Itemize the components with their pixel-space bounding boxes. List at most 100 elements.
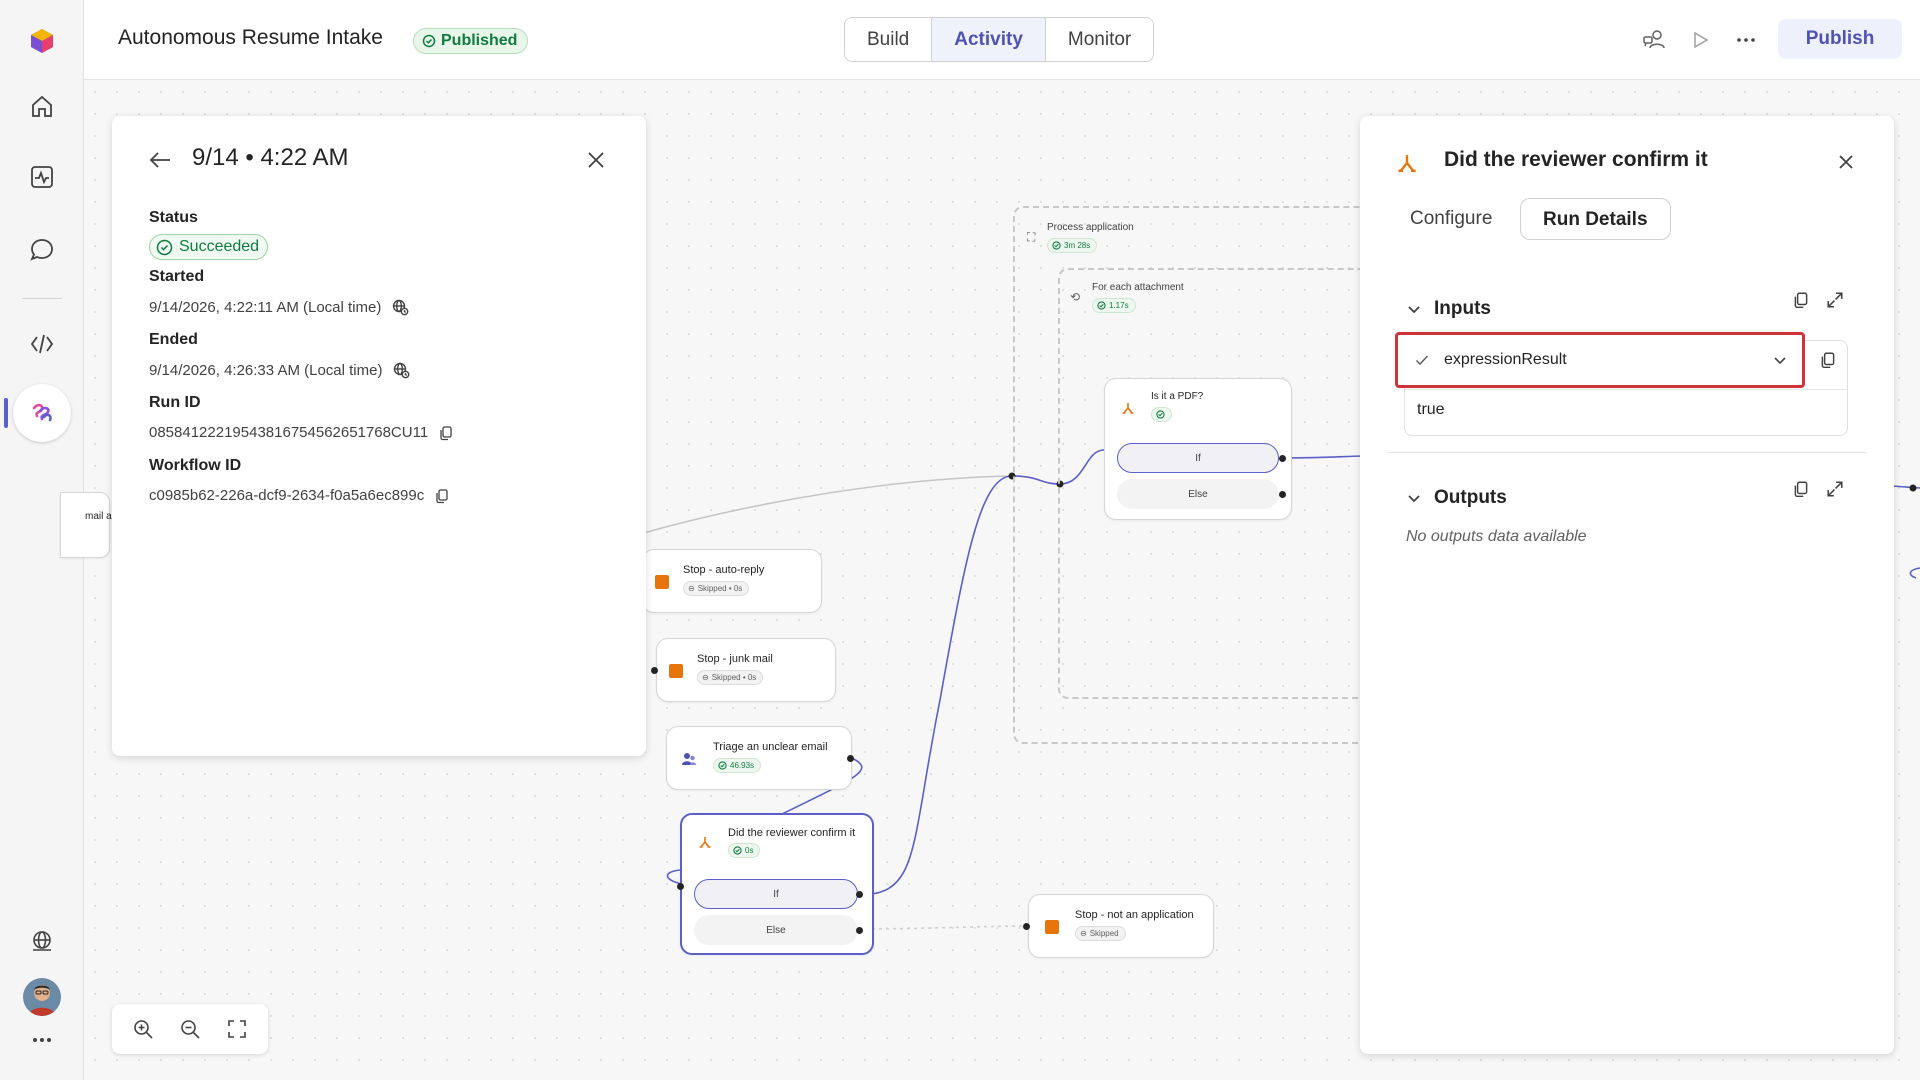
workflows-icon[interactable] (13, 384, 71, 442)
timezone-globe-icon[interactable] (392, 361, 410, 379)
chat-icon[interactable] (21, 229, 63, 271)
input-expression-result[interactable]: expressionResult (1395, 332, 1805, 388)
port-in[interactable] (1023, 923, 1030, 930)
check-circle-icon (1097, 301, 1106, 310)
skipped-icon: ⊖ (688, 584, 695, 593)
node-confirm-duration: 0s (728, 843, 761, 858)
partial-node[interactable]: mail a (60, 492, 112, 558)
tab-build[interactable]: Build (845, 18, 933, 61)
agent-settings-icon[interactable] (1638, 24, 1670, 56)
copy-icon[interactable] (1819, 351, 1837, 369)
rail-active-indicator (4, 398, 8, 428)
condition-icon (1398, 155, 1416, 173)
node-stop-notapp-status-text: Skipped (1089, 929, 1119, 938)
run-title: 9/14 • 4:22 AM (192, 144, 349, 171)
published-badge: Published (413, 28, 529, 54)
node-stop-not-an-application[interactable]: Stop - not an application ⊖ Skipped (1023, 894, 1214, 958)
node-triage-duration: 46.93s (713, 758, 762, 773)
condition-icon (1122, 403, 1134, 414)
chevron-down-icon[interactable] (1772, 352, 1788, 368)
copy-icon[interactable] (1792, 291, 1810, 309)
port-out[interactable] (847, 755, 854, 762)
copy-icon[interactable] (1792, 480, 1810, 498)
started-value: 9/14/2026, 4:22:11 AM (Local time) (149, 298, 382, 316)
check-circle-icon (156, 239, 173, 255)
port-in[interactable] (677, 883, 684, 890)
started-label: Started (149, 268, 205, 285)
ended-value: 9/14/2026, 4:26:33 AM (Local time) (149, 361, 383, 379)
tab-activity[interactable]: Activity (932, 18, 1046, 61)
port-else[interactable] (856, 927, 863, 934)
timezone-globe-icon[interactable] (391, 298, 409, 316)
expand-icon[interactable] (1826, 291, 1844, 309)
check-circle-icon (733, 846, 742, 855)
node-stop-junk-status: ⊖ Skipped • 0s (697, 670, 764, 685)
fit-view-icon[interactable] (223, 1015, 251, 1043)
run-test-icon[interactable] (1684, 24, 1716, 56)
node-stop-auto-reply[interactable]: Stop - auto-reply ⊖ Skipped • 0s (642, 549, 822, 613)
details-title: Did the reviewer confirm it (1444, 148, 1708, 171)
people-icon (682, 753, 696, 765)
outputs-section-header[interactable]: Outputs (1406, 487, 1507, 509)
started-row: 9/14/2026, 4:22:11 AM (Local time) (149, 298, 409, 316)
port-else[interactable] (1279, 491, 1286, 498)
node-did-reviewer-confirm[interactable]: Did the reviewer confirm it 0s If Else (677, 813, 874, 955)
no-outputs-message: No outputs data available (1406, 528, 1587, 545)
tab-configure[interactable]: Configure (1410, 208, 1493, 229)
scope-icon: ⛶ (1027, 230, 1036, 244)
home-icon[interactable] (21, 86, 63, 128)
zoom-in-icon[interactable] (129, 1015, 157, 1043)
stop-icon (1045, 920, 1059, 934)
workflow-id-row: c0985b62-226a-dcf9-2634-f0a5a6ec899c (149, 487, 450, 504)
run-summary-panel: 9/14 • 4:22 AM Status Succeeded Started … (112, 116, 646, 756)
expand-icon[interactable] (1826, 480, 1844, 498)
status-badge: Succeeded (149, 234, 269, 260)
check-circle-icon (1052, 241, 1061, 250)
tab-run-details[interactable]: Run Details (1520, 198, 1671, 240)
copy-icon[interactable] (438, 425, 454, 441)
rail-divider (22, 298, 62, 299)
back-arrow-icon[interactable] (146, 146, 174, 174)
check-circle-icon (422, 34, 436, 48)
inputs-section-header[interactable]: Inputs (1406, 298, 1491, 320)
check-circle-icon (718, 761, 727, 770)
globe-icon[interactable] (21, 920, 63, 962)
branch-else[interactable]: Else (694, 915, 858, 945)
user-avatar[interactable] (23, 978, 61, 1016)
copy-icon[interactable] (434, 488, 450, 504)
action-details-panel: Did the reviewer confirm it Configure Ru… (1360, 116, 1894, 1054)
group-process-application[interactable]: ⛶ Process application 3m 28s (1013, 206, 1373, 744)
close-icon[interactable] (1832, 148, 1860, 176)
node-pdf-title: Is it a PDF? (1151, 391, 1204, 402)
run-id-label: Run ID (149, 394, 201, 411)
group-foreach-duration: 1.17s (1092, 298, 1136, 313)
branch-else[interactable]: Else (1117, 479, 1279, 509)
publish-button[interactable]: Publish (1778, 19, 1902, 59)
branch-if[interactable]: If (1117, 443, 1279, 473)
close-icon[interactable] (582, 146, 610, 174)
branch-if[interactable]: If (694, 879, 858, 909)
node-stop-junk-status-text: Skipped • 0s (711, 673, 757, 682)
node-stop-junk-mail[interactable]: Stop - junk mail ⊖ Skipped • 0s (651, 638, 836, 702)
more-options-icon[interactable] (21, 1028, 63, 1052)
group-for-each-attachment[interactable]: ⟲ For each attachment 1.17s (1058, 268, 1373, 699)
port-if[interactable] (856, 891, 863, 898)
node-confirm-duration-text: 0s (745, 846, 754, 855)
code-tools-icon[interactable] (21, 323, 63, 365)
input-card: expressionResult true (1395, 332, 1848, 436)
activity-monitor-icon[interactable] (21, 156, 63, 198)
status-label: Status (149, 209, 198, 226)
port-if[interactable] (1279, 455, 1286, 462)
view-tabs: Build Activity Monitor (844, 17, 1155, 62)
more-actions-icon[interactable] (1730, 24, 1762, 56)
port-in[interactable] (651, 667, 658, 674)
node-triage-unclear-email[interactable]: Triage an unclear email 46.93s (666, 726, 854, 790)
outputs-label: Outputs (1434, 487, 1507, 508)
node-pdf-status (1151, 407, 1172, 422)
chevron-down-icon (1408, 495, 1420, 503)
node-is-it-a-pdf[interactable]: Is it a PDF? If Else (1104, 378, 1292, 520)
zoom-out-icon[interactable] (176, 1015, 204, 1043)
node-stop-autoreply-status: ⊖ Skipped • 0s (683, 581, 750, 596)
app-logo-icon[interactable] (21, 20, 63, 62)
tab-monitor[interactable]: Monitor (1045, 18, 1154, 61)
